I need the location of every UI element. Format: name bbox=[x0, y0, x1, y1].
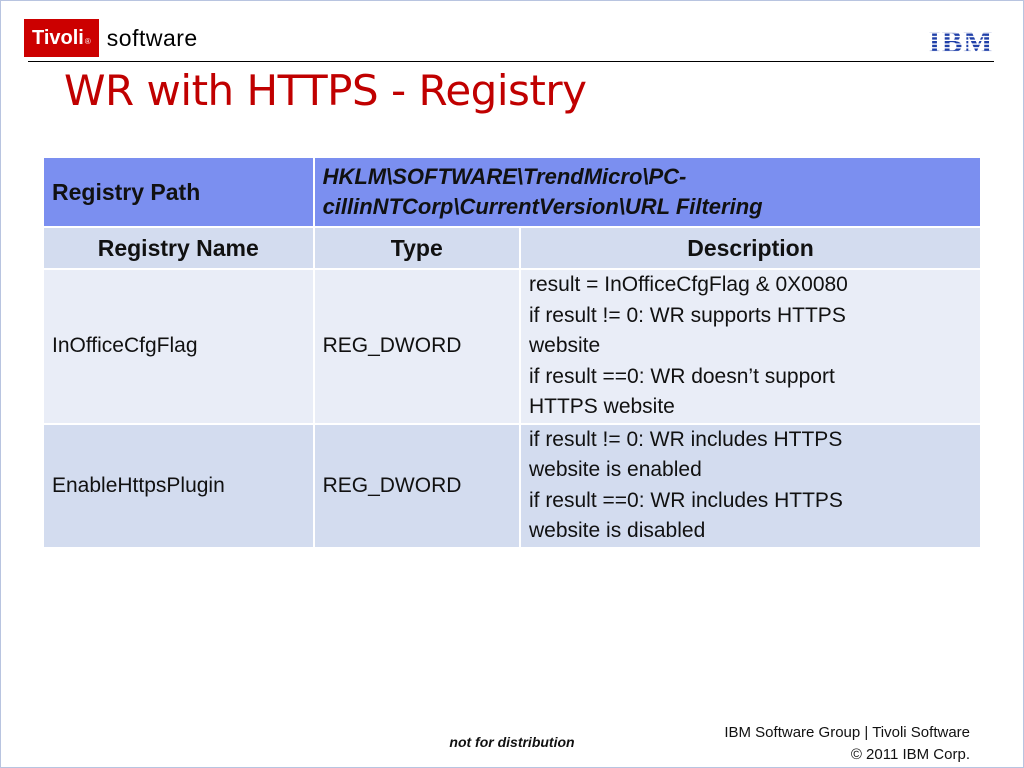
description-line: if result ==0: WR includes HTTPS bbox=[528, 488, 843, 512]
description-line: HTTPS website bbox=[528, 395, 675, 418]
table-row: EnableHttpsPlugin REG_DWORD if result !=… bbox=[42, 422, 983, 549]
registry-path-value: HKLM\SOFTWARE\TrendMicro\PC- cillinNTCor… bbox=[312, 156, 983, 228]
description-line: website is disabled bbox=[528, 519, 706, 542]
column-header-row: Registry Name Type Description bbox=[42, 226, 983, 270]
slide-title: WR with HTTPS - Registry bbox=[64, 66, 587, 115]
header-divider bbox=[28, 61, 994, 62]
registry-type-cell: REG_DWORD bbox=[312, 422, 521, 549]
software-logo-text: software bbox=[106, 24, 198, 51]
registry-table: Registry Path HKLM\SOFTWARE\TrendMicro\P… bbox=[42, 156, 983, 549]
registry-name-cell: InOfficeCfgFlag bbox=[42, 268, 315, 425]
registry-path-row: Registry Path HKLM\SOFTWARE\TrendMicro\P… bbox=[42, 156, 983, 228]
registry-path-line: cillinNTCorp\CurrentVersion\URL Filterin… bbox=[322, 194, 763, 219]
footer-copyright: IBM Software Group | Tivoli Software © 2… bbox=[724, 722, 970, 766]
registry-description-cell: result = InOfficeCfgFlag & 0X0080 if res… bbox=[518, 268, 983, 425]
description-line: if result != 0: WR supports HTTPS bbox=[528, 303, 846, 327]
footer-copyright-text: © 2011 IBM Corp. bbox=[850, 746, 970, 763]
description-line: if result != 0: WR includes HTTPS bbox=[528, 427, 843, 451]
registry-type-cell: REG_DWORD bbox=[312, 268, 521, 425]
column-header-description: Description bbox=[518, 226, 983, 270]
registry-path-label: Registry Path bbox=[42, 156, 315, 228]
table-row: InOfficeCfgFlag REG_DWORD result = InOff… bbox=[42, 268, 983, 425]
column-header-type: Type bbox=[312, 226, 521, 270]
ibm-logo: IBM bbox=[928, 26, 994, 56]
tivoli-software-logo: Tivoli® software bbox=[24, 18, 198, 58]
tivoli-logo-text: Tivoli bbox=[32, 27, 84, 49]
description-line: result = InOfficeCfgFlag & 0X0080 bbox=[528, 273, 848, 296]
registry-name-cell: EnableHttpsPlugin bbox=[42, 422, 315, 549]
registry-path-line: HKLM\SOFTWARE\TrendMicro\PC- bbox=[322, 164, 687, 189]
tivoli-logo-box: Tivoli® bbox=[24, 19, 99, 57]
registered-mark: ® bbox=[84, 37, 91, 46]
column-header-registry-name: Registry Name bbox=[42, 226, 315, 270]
footer-group-text: IBM Software Group | Tivoli Software bbox=[724, 724, 970, 741]
description-line: website is enabled bbox=[528, 458, 702, 481]
description-line: website bbox=[528, 334, 601, 357]
registry-description-cell: if result != 0: WR includes HTTPS websit… bbox=[518, 422, 983, 549]
description-line: if result ==0: WR doesn’t support bbox=[528, 364, 835, 388]
distribution-notice: not for distribution bbox=[449, 734, 575, 750]
